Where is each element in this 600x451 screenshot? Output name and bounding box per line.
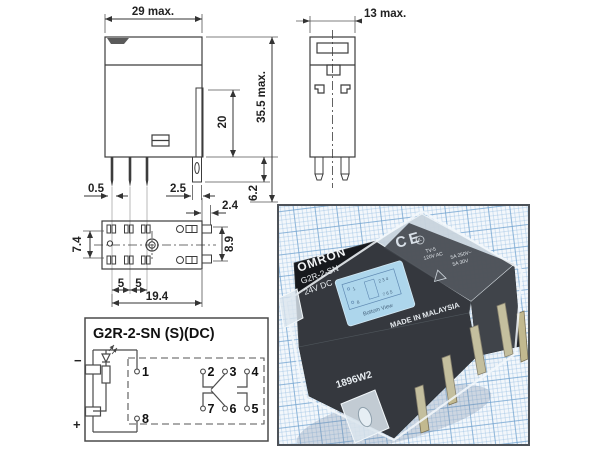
relay-pins [414, 302, 528, 434]
polarity-minus: − [74, 353, 82, 368]
terminal-6: 6 [230, 402, 237, 416]
dim-6-2: 6.2 [248, 185, 260, 201]
front-view [104, 36, 204, 187]
front-view-dim-labels: 29 max. 35.5 max. 20 6.2 0.5 2.5 2.4 [88, 6, 268, 212]
bottom-view-sticker: 1 8 2 3 4 7 6 5 Bottom View [334, 260, 416, 327]
dim-20: 20 [217, 116, 229, 129]
terminal-2: 2 [208, 365, 215, 379]
terminal-numbers: 1 8 2 3 4 7 6 5 [142, 365, 259, 426]
terminal-8: 8 [142, 412, 149, 426]
bottom-view-dimensions [83, 226, 228, 307]
terminal-3: 3 [230, 365, 237, 379]
bottom-view-dim-labels: 7.4 8.9 5 5 19.4 [72, 236, 236, 303]
rating-tv: TV-5 [425, 246, 437, 255]
terminal-7: 7 [208, 402, 215, 416]
rating-contact-dc: 5A 30V [452, 258, 470, 268]
dim-7-4: 7.4 [72, 236, 84, 253]
coil-circuit [84, 344, 138, 433]
dim-29-max: 29 max. [132, 6, 174, 18]
terminal-5: 5 [252, 402, 259, 416]
relay-photo: CE UL TV-5 120V AC 5A 250V~ 5A 30V OMRON… [277, 204, 530, 446]
sticker-pins-bottom: 7 6 5 [382, 289, 394, 297]
dim-8-9: 8.9 [224, 236, 236, 252]
ce-mark-text: CE [394, 228, 424, 251]
dim-13-max: 13 max. [364, 8, 406, 20]
front-pins [110, 157, 149, 187]
cert-triangle-icon [433, 269, 447, 282]
terminal-1: 1 [142, 365, 149, 379]
dim-2-4: 2.4 [222, 200, 239, 212]
contact-terminals [134, 368, 250, 422]
dim-19-4: 19.4 [146, 291, 169, 303]
ul-mark-text: UL [415, 237, 422, 243]
pin-slots [106, 224, 151, 265]
dim-2-5: 2.5 [170, 183, 187, 195]
schematic: G2R-2-SN (S)(DC) − + [73, 317, 269, 442]
ratings-block: UL TV-5 120V AC 5A 250V~ 5A 30V [415, 235, 473, 282]
mount-hole [357, 406, 373, 428]
sticker-pin-8: 8 [356, 299, 360, 305]
mount-tab [340, 389, 390, 444]
contact-linkage [202, 373, 248, 407]
terminal-4: 4 [252, 365, 259, 379]
dim-5-right: 5 [135, 278, 142, 290]
rating-contact-ac: 5A 250V~ [450, 249, 473, 260]
dim-5-left: 5 [118, 278, 125, 290]
side-view-dimensions [296, 16, 362, 33]
sticker-pin-1: 1 [352, 286, 356, 292]
polarity-plus: + [73, 417, 81, 432]
dim-0-5: 0.5 [88, 183, 105, 195]
case-notch [107, 38, 129, 44]
front-view-dimensions [84, 14, 278, 294]
schematic-title: G2R-2-SN (S)(DC) [93, 326, 215, 342]
side-pins [314, 156, 350, 181]
bottom-view [94, 220, 216, 270]
side-view [309, 30, 356, 188]
relay-illustration: CE UL TV-5 120V AC 5A 250V~ 5A 30V OMRON… [279, 209, 528, 444]
clear-case-rim [283, 209, 524, 442]
sticker-pins-top: 2 3 4 [378, 276, 390, 284]
clear-tab-left [279, 288, 304, 329]
rating-coil: 120V AC [423, 251, 444, 262]
dim-35-5-max: 35.5 max. [256, 71, 268, 123]
